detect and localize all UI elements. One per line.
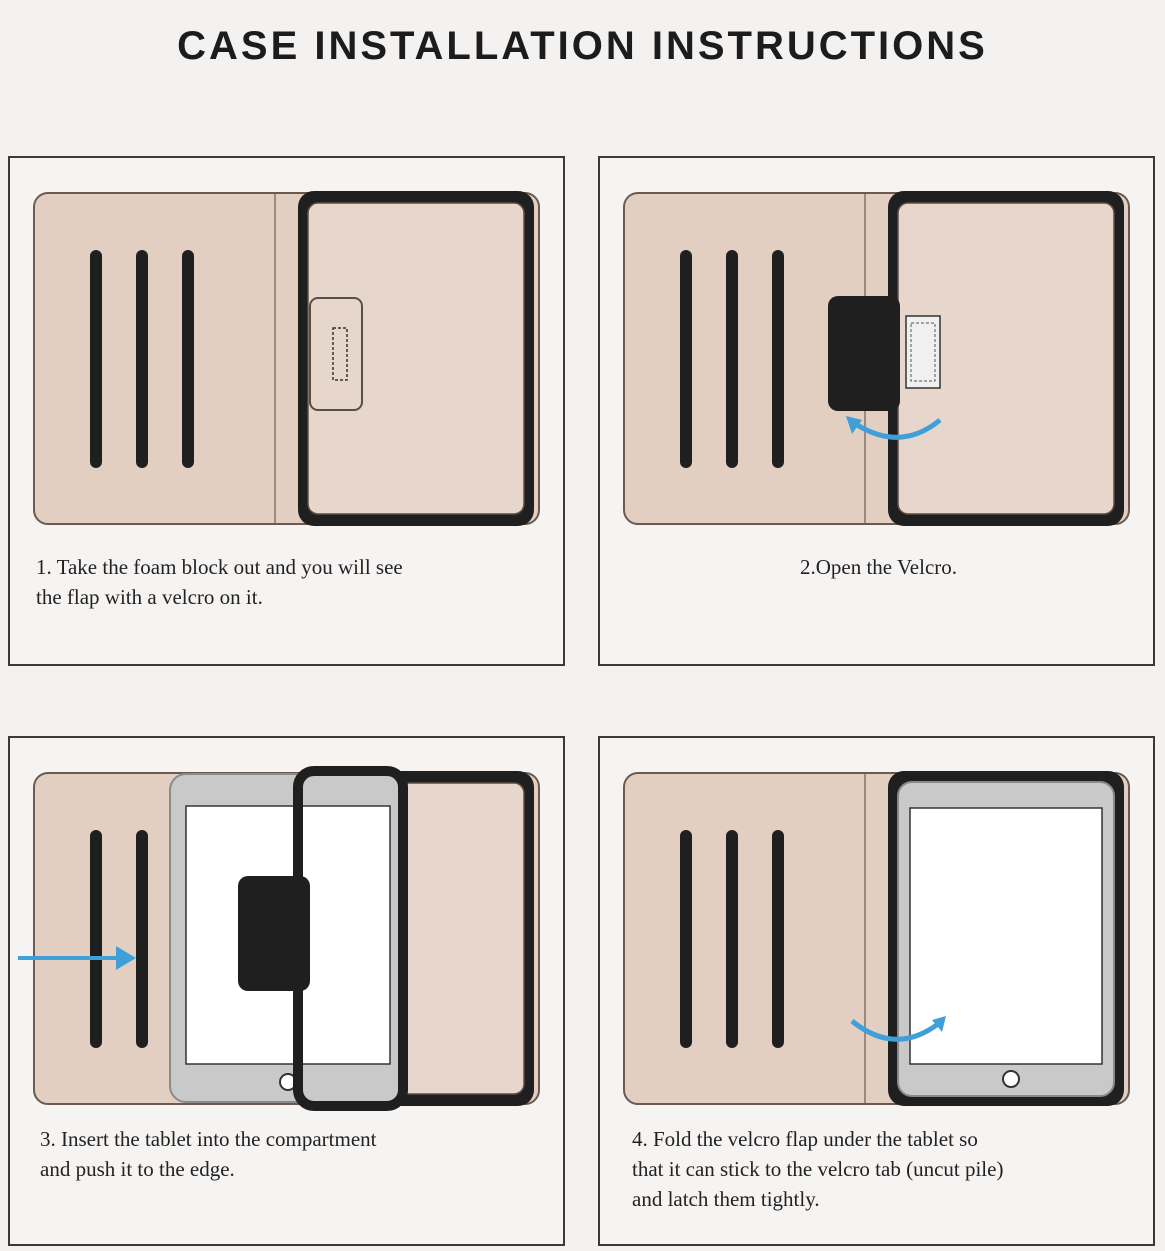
step-2-panel: 2.Open the Velcro.	[598, 156, 1155, 666]
step-3-panel: 3. Insert the tablet into the compartmen…	[8, 736, 565, 1246]
arrow-head	[846, 416, 862, 434]
caption-line: 2.Open the Velcro.	[799, 555, 958, 579]
card-slot	[136, 250, 148, 468]
step-1-panel: 1. Take the foam block out and you will …	[8, 156, 565, 666]
card-slot	[726, 830, 738, 1048]
step-4-caption: 4. Fold the velcro flap under the tablet…	[632, 1124, 1003, 1214]
card-slot	[136, 830, 148, 1048]
card-slot	[680, 250, 692, 468]
arrow-icon	[850, 1019, 940, 1042]
card-slot	[772, 250, 784, 468]
step-2-illustration	[623, 191, 1130, 526]
velcro-flap	[828, 296, 900, 411]
caption-line: 4. Fold the velcro flap under the tablet…	[632, 1127, 978, 1151]
step-3-caption: 3. Insert the tablet into the compartmen…	[40, 1124, 376, 1184]
card-slot	[182, 250, 194, 468]
card-slot	[772, 830, 784, 1048]
step-1-illustration	[33, 191, 540, 526]
foam-block	[307, 202, 525, 515]
arrow-icon	[852, 418, 942, 440]
velcro-flap	[309, 297, 363, 411]
card-slot	[90, 250, 102, 468]
step-1-caption: 1. Take the foam block out and you will …	[36, 552, 403, 612]
caption-line: that it can stick to the velcro tab (unc…	[632, 1157, 1004, 1181]
velcro-tab-inner	[910, 322, 936, 382]
step-3-illustration	[18, 766, 540, 1111]
card-slot	[680, 830, 692, 1048]
card-slot	[726, 250, 738, 468]
step-4-panel: 4. Fold the velcro flap under the tablet…	[598, 736, 1155, 1246]
page-title: CASE INSTALLATION INSTRUCTIONS	[177, 24, 988, 68]
velcro-tab	[905, 315, 941, 389]
arrow-head	[932, 1016, 946, 1032]
velcro-tab	[332, 327, 348, 381]
caption-line: and push it to the edge.	[40, 1157, 235, 1181]
caption-line: and latch them tightly.	[632, 1187, 820, 1211]
step-2-caption: 2.Open the Velcro.	[600, 552, 1157, 582]
velcro-flap	[238, 876, 310, 991]
caption-line: the flap with a velcro on it.	[36, 585, 263, 609]
tablet-frame-overlay	[293, 766, 408, 1111]
home-button-icon	[1002, 1070, 1020, 1088]
caption-line: 1. Take the foam block out and you will …	[36, 555, 403, 579]
arrow-head	[116, 946, 136, 970]
step-4-illustration	[623, 771, 1130, 1106]
caption-line: 3. Insert the tablet into the compartmen…	[40, 1127, 377, 1151]
card-slot	[90, 830, 102, 1048]
